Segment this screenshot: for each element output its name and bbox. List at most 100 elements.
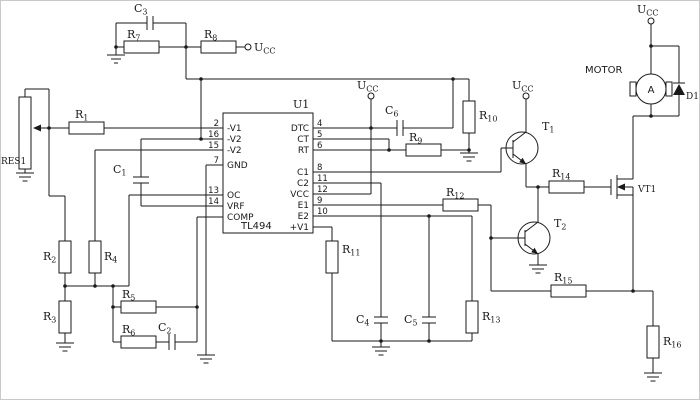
label-R10: R10 — [479, 109, 497, 124]
pin-number: 8 — [317, 163, 322, 173]
resistor-R6 — [120, 335, 157, 349]
label-R1: R1 — [75, 108, 88, 123]
junction-dots — [47, 44, 653, 343]
pin-name: OC — [227, 191, 240, 201]
pin-name: VCC — [290, 190, 309, 200]
pin-number: 11 — [317, 174, 328, 184]
label-U1: U1 — [293, 98, 309, 111]
label-R7: R7 — [127, 28, 140, 43]
pin-name: DTC — [291, 124, 309, 134]
pin-number: 14 — [208, 197, 219, 207]
resistor-R9 — [405, 143, 442, 157]
label-C4: C4 — [356, 313, 370, 328]
pin-number: 10 — [317, 207, 328, 217]
label-R13: R13 — [482, 310, 500, 325]
label-VT1: VT1 — [637, 185, 656, 195]
pin-name: COMP — [227, 213, 254, 223]
resistor-R4 — [88, 240, 102, 274]
label-R14: R14 — [552, 167, 570, 182]
resistor-R15 — [550, 284, 587, 298]
ground-symbol — [460, 152, 478, 162]
ground-symbol — [107, 54, 125, 64]
label-C5: C5 — [404, 313, 418, 328]
label-R3: R3 — [43, 310, 56, 325]
resistor-R8 — [200, 40, 237, 54]
label-R11: R11 — [342, 243, 360, 258]
component-labels: U1 TL494 C3 R7 R8 UCC RES1 R1 R2 R4 R3 R… — [1, 2, 699, 350]
pin-name: C1 — [297, 168, 309, 178]
label-R4: R4 — [104, 250, 117, 265]
ic-tl494 — [222, 112, 314, 234]
label-UCC: UCC — [357, 79, 379, 94]
label-R5: R5 — [122, 288, 135, 303]
pin-number: 15 — [208, 141, 219, 151]
ground-symbol — [16, 172, 34, 182]
pin-name: GND — [227, 161, 248, 171]
resistor-R7 — [123, 40, 160, 54]
resistor-R10 — [462, 100, 476, 134]
label-R2: R2 — [43, 250, 56, 265]
resistor-R1 — [68, 121, 105, 135]
diode-D1 — [673, 82, 685, 95]
label-R8: R8 — [204, 28, 217, 43]
capacitor-C2 — [168, 334, 176, 350]
pin-name: -V2 — [227, 135, 242, 145]
label-MOTOR: MOTOR — [585, 65, 622, 76]
capacitor-C1 — [133, 176, 149, 184]
label-TL494: TL494 — [240, 221, 272, 232]
pin-name: E1 — [298, 201, 309, 211]
pin-name: C2 — [297, 179, 309, 189]
label-RES1: RES1 — [1, 157, 26, 167]
resistor-R11 — [325, 240, 339, 274]
ucc-terminal-top-left — [244, 43, 252, 51]
pin-number: 5 — [317, 130, 322, 140]
motor-symbol — [629, 73, 673, 105]
pin-number: 16 — [208, 130, 219, 140]
mosfet-VT1 — [610, 175, 633, 199]
resistor-R16 — [646, 325, 660, 359]
pin-name: -V2 — [227, 146, 242, 156]
label-R6: R6 — [122, 323, 135, 338]
label-D1: D1 — [686, 92, 699, 102]
label-UCC: UCC — [512, 79, 534, 94]
capacitor-C4 — [374, 316, 388, 324]
ucc-terminal-t1 — [522, 92, 530, 100]
ground-symbol — [644, 372, 662, 382]
transistor-T2 — [517, 221, 551, 255]
label-R15: R15 — [554, 271, 572, 286]
transistor-T1 — [505, 131, 539, 165]
capacitor-C5 — [422, 316, 436, 324]
label-C2: C2 — [158, 321, 172, 336]
pin-number: 12 — [317, 185, 328, 195]
pin-number: 6 — [317, 141, 322, 151]
label-T1: T1 — [542, 120, 554, 135]
label-C1: C1 — [113, 163, 127, 178]
capacitor-C3 — [146, 16, 154, 30]
pin-name: RT — [298, 146, 310, 156]
resistor-R3 — [58, 300, 72, 334]
label-C3: C3 — [134, 2, 148, 17]
ground-symbol — [56, 342, 74, 352]
resistor-R5 — [120, 300, 157, 314]
resistor-R12 — [442, 198, 479, 212]
label-T2: T2 — [554, 217, 566, 232]
ground-symbol — [197, 354, 215, 364]
capacitor-C6 — [396, 120, 404, 136]
ground-symbol — [372, 346, 390, 356]
resistor-R14 — [548, 180, 585, 194]
resistor-R13 — [465, 300, 479, 334]
pin-name: -V1 — [227, 124, 242, 134]
potentiometer-RES1 — [18, 96, 41, 170]
label-R9: R9 — [409, 131, 422, 146]
label-R12: R12 — [446, 186, 464, 201]
pin-number: 4 — [317, 119, 322, 129]
pin-name: CT — [297, 135, 309, 145]
pin-name: E2 — [298, 212, 309, 222]
pin-number: 13 — [208, 186, 219, 196]
label-UCC: UCC — [254, 41, 276, 56]
wires — [24, 22, 680, 373]
pin-number: 9 — [317, 196, 322, 206]
label-ammeter: A — [648, 85, 655, 96]
